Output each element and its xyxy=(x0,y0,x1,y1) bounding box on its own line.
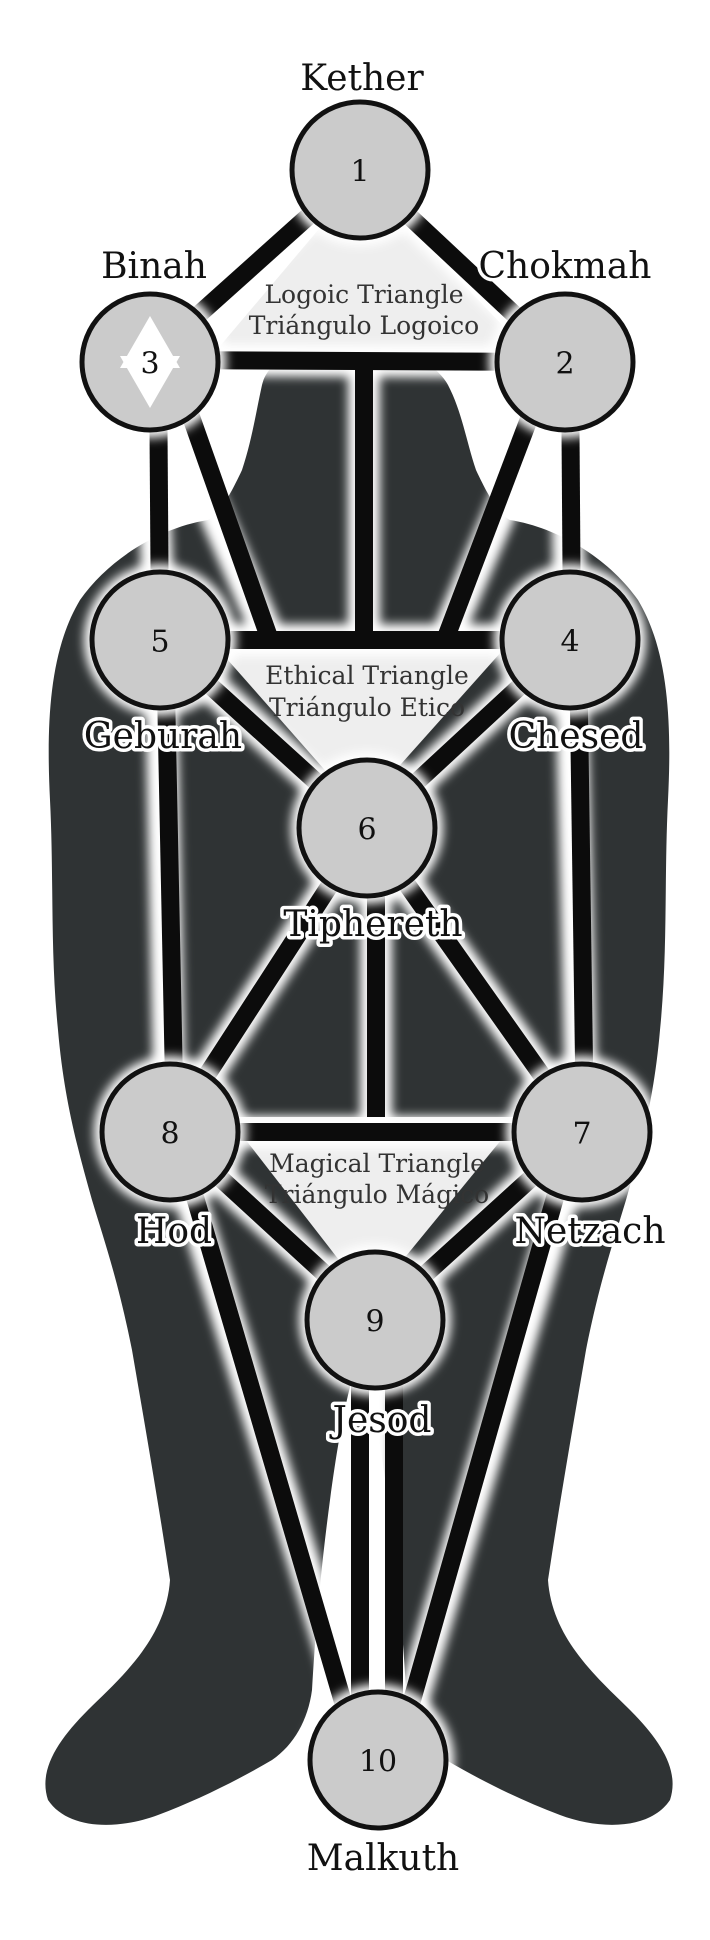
path-4-7 xyxy=(569,639,594,1133)
sephira-4: 4 xyxy=(499,569,641,711)
sephira-7-number: 7 xyxy=(572,1117,591,1152)
logoic-triangle-fill xyxy=(215,178,528,352)
sephiroth: 1 2 3 4 5 6 7 xyxy=(79,99,653,1831)
triangle-labels: Logoic Triangle Triángulo Logoico Ethica… xyxy=(249,280,489,1209)
sephira-1-circle xyxy=(289,99,431,241)
logoic-triangle-label-es: Triángulo Logoico xyxy=(249,311,479,340)
sephira-4-number: 4 xyxy=(560,625,579,660)
sephira-3: 3 xyxy=(79,291,221,433)
sephira-6-circle xyxy=(296,757,438,899)
sephira-8-number: 8 xyxy=(160,1117,179,1152)
sephira-6: 6 xyxy=(296,757,438,899)
sephira-5-circle xyxy=(89,569,231,711)
sephiroth-names: Kether Chokmah Binah Chesed Geburah Tiph… xyxy=(80,55,669,1883)
ethical-triangle-fill xyxy=(212,642,510,810)
sephira-10-circle xyxy=(307,1689,449,1831)
sephira-3-number: 3 xyxy=(140,347,159,382)
sephira-10-number: 10 xyxy=(359,1745,397,1780)
malkuth-label: Malkuth xyxy=(307,1838,460,1879)
magical-triangle-label-en: Magical Triangle xyxy=(269,1149,485,1178)
human-silhouette xyxy=(45,346,673,1825)
ethical-triangle-label-es: Triángulo Etico xyxy=(269,693,465,722)
chokmah-label: Chokmah xyxy=(478,246,651,287)
sephira-1: 1 xyxy=(289,99,431,241)
sephira-2: 2 xyxy=(494,291,636,433)
sephira-1-number: 1 xyxy=(350,155,369,190)
netzach-label: Netzach xyxy=(514,1211,665,1252)
binah-label: Binah xyxy=(101,246,207,287)
sephira-6-number: 6 xyxy=(357,813,376,848)
sephira-9-number: 9 xyxy=(365,1305,384,1340)
sephira-7-circle xyxy=(511,1061,653,1203)
sephira-5: 5 xyxy=(89,569,231,711)
sephira-10: 10 xyxy=(307,1689,449,1831)
sephira-2-number: 2 xyxy=(555,347,574,382)
sephira-2-circle xyxy=(494,291,636,433)
chesed-label: Chesed xyxy=(509,716,644,757)
magical-triangle-fill xyxy=(228,1117,520,1300)
sephira-4-circle xyxy=(499,569,641,711)
path-2-6 xyxy=(436,386,549,644)
ethical-triangle-label-en: Ethical Triangle xyxy=(265,661,469,690)
path-8-10 xyxy=(181,1177,369,1763)
hod-label: Hod xyxy=(136,1211,212,1252)
sephira-9: 9 xyxy=(304,1249,446,1391)
sephira-5-number: 5 xyxy=(150,625,169,660)
sephira-9-circle xyxy=(304,1249,446,1391)
sephira-8-circle xyxy=(99,1061,241,1203)
triangle-fills xyxy=(212,178,528,1300)
magical-triangle-label-es: Triángulo Mágico xyxy=(265,1180,489,1209)
hexagram-icon xyxy=(120,316,180,408)
jesod-label: Jesod xyxy=(329,1400,432,1441)
kether-label: Kether xyxy=(300,58,424,99)
tiphereth-label: Tiphereth xyxy=(283,904,462,945)
path-5-8 xyxy=(156,639,184,1133)
path-7-10 xyxy=(386,1177,569,1763)
geburah-label: Geburah xyxy=(84,716,242,757)
logoic-triangle-label-en: Logoic Triangle xyxy=(264,280,463,309)
sephira-7: 7 xyxy=(511,1061,653,1203)
sephira-8: 8 xyxy=(99,1061,241,1203)
